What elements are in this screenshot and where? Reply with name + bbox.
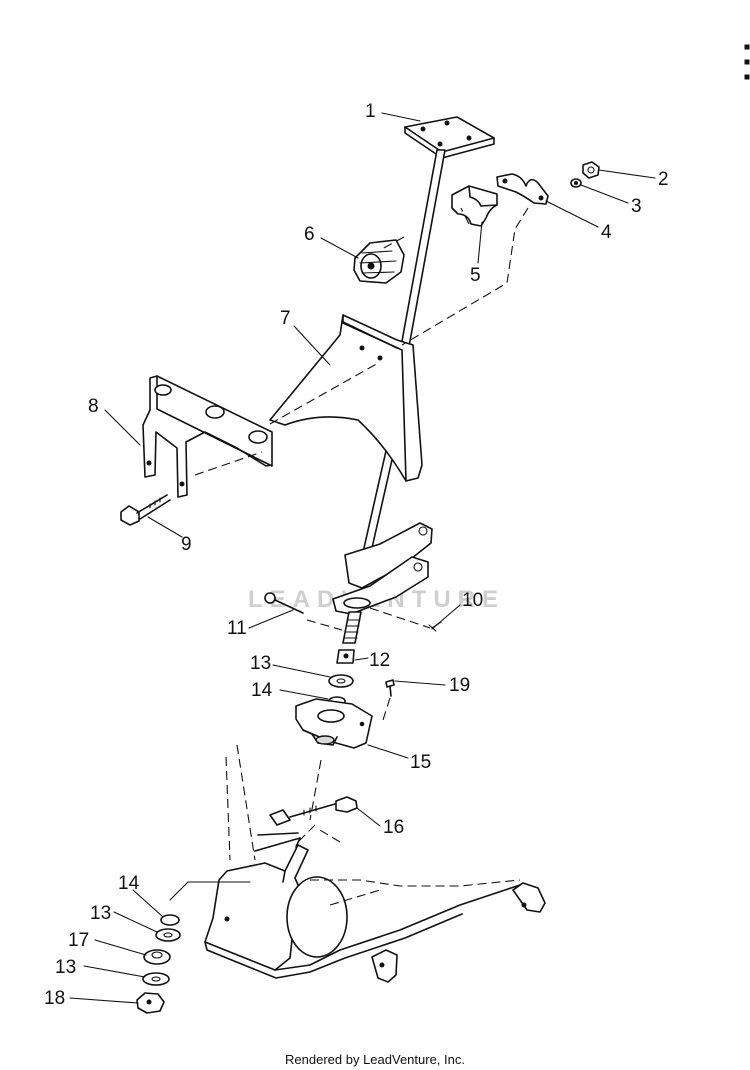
chassis-frame <box>204 832 546 983</box>
callout-6: 6 <box>304 224 315 245</box>
callout-4: 4 <box>601 222 612 243</box>
footer-credit: Rendered by LeadVenture, Inc. <box>285 1052 465 1067</box>
callout-17: 17 <box>68 930 90 951</box>
part-13-washer-lower-b <box>142 972 170 986</box>
callout-15: 15 <box>410 752 432 773</box>
part-16-bolt <box>269 796 358 826</box>
part-13-washer-lower-a <box>155 928 181 942</box>
callout-19: 19 <box>449 675 471 696</box>
callout-12: 12 <box>369 650 391 671</box>
part-13-washer-upper <box>328 674 354 688</box>
dashboard-panel <box>269 314 423 482</box>
callout-1: 1 <box>365 101 376 122</box>
leader-lines <box>69 112 656 1004</box>
callout-13-lower-b: 13 <box>55 957 77 978</box>
callout-8: 8 <box>88 396 99 417</box>
part-11-pin <box>264 592 304 614</box>
callout-14-upper: 14 <box>251 680 273 701</box>
part-6-bushing <box>353 239 405 284</box>
callout-16: 16 <box>383 817 405 838</box>
callout-13-lower-a: 13 <box>90 903 112 924</box>
edge-marks <box>744 44 750 80</box>
callout-2: 2 <box>658 169 669 190</box>
part-2-nut <box>582 161 600 179</box>
callout-14-lower: 14 <box>118 873 140 894</box>
part-9-bolt <box>120 494 171 526</box>
callout-3: 3 <box>631 196 642 217</box>
assembly-lines <box>194 207 529 906</box>
part-12-shaft-coupler <box>336 611 362 664</box>
part-5-bearing-block <box>451 185 498 227</box>
callout-9: 9 <box>181 534 192 555</box>
part-10-steering-arm <box>332 522 442 632</box>
part-3-washer <box>570 178 582 188</box>
part-19-clevis-pin <box>385 679 395 697</box>
part-4-clamp <box>496 173 549 205</box>
part-17-bushing-lower <box>143 949 171 965</box>
callout-11: 11 <box>227 618 247 639</box>
callout-18: 18 <box>44 988 66 1009</box>
callout-7: 7 <box>280 308 291 329</box>
part-14-ring-lower <box>160 914 180 926</box>
part-8-support-bracket <box>142 375 273 498</box>
part-15-steering-block <box>295 698 373 749</box>
callout-13-upper: 13 <box>250 653 272 674</box>
callout-5: 5 <box>470 265 481 286</box>
part-18-castle-nut <box>136 992 165 1014</box>
part-1-column-plate <box>404 116 495 159</box>
callout-10: 10 <box>462 590 484 611</box>
